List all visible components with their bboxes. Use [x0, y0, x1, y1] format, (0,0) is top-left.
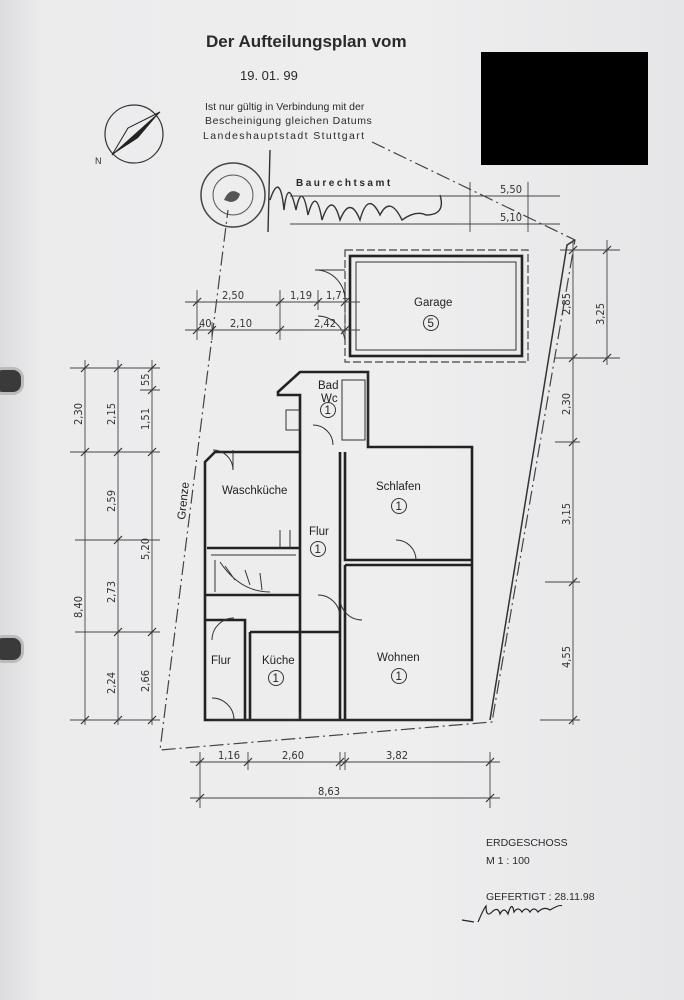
- signature: [267, 149, 443, 233]
- validity-line: Landeshauptstadt Stuttgart: [203, 130, 366, 142]
- validity-line: Bescheinigung gleichen Datums: [205, 115, 372, 127]
- dimension-label: 3,82: [386, 749, 408, 762]
- unit-number: 1: [315, 544, 321, 556]
- north-arrow-icon: [104, 104, 164, 164]
- dimension-label: 2,59: [105, 490, 118, 512]
- dimension-label: 1,51: [139, 408, 152, 430]
- dimension-label: 5,50: [500, 183, 522, 196]
- created-date: GEFERTIGT : 28.11.98: [486, 891, 595, 903]
- dimension-label: 1,71: [326, 289, 348, 302]
- dimension-label: 2,50: [222, 289, 244, 302]
- dimension-label: 2,30: [72, 403, 85, 425]
- dimension-label: 2,24: [105, 672, 118, 694]
- binder-hole: [0, 635, 24, 663]
- unit-marker: [268, 670, 284, 686]
- dimension-label: 1,19: [290, 289, 312, 302]
- dimension-label: 5,10: [500, 211, 522, 224]
- unit-number: 1: [273, 673, 279, 685]
- room-label-flur-2: Flur: [211, 655, 231, 667]
- unit-number: 5: [428, 318, 434, 330]
- dimension-label: 2,30: [560, 393, 573, 415]
- dimension-label: 2,60: [282, 749, 304, 762]
- dimension-label: 2,85: [560, 293, 573, 315]
- dimension-label: 8,63: [318, 785, 340, 798]
- north-label: N: [95, 156, 102, 166]
- unit-marker: [320, 402, 336, 418]
- unit-number: 1: [325, 405, 331, 417]
- room-label-bad: Bad: [318, 380, 338, 392]
- room-label-schlafen: Schlafen: [376, 481, 421, 493]
- plan-title: Der Aufteilungsplan vom: [206, 32, 407, 51]
- boundary-label: Grenze: [176, 482, 192, 521]
- dimension-label: 2,66: [139, 670, 152, 692]
- room-label-flur: Flur: [309, 526, 329, 538]
- dimension-label: 3,25: [594, 303, 607, 325]
- signature: [461, 904, 563, 923]
- office-stamp: Baurechtsamt: [296, 178, 393, 189]
- dimension-label: 2,15: [105, 403, 118, 425]
- dimension-label: 2,42: [314, 317, 336, 330]
- unit-marker: [391, 668, 407, 684]
- room-label-waschkueche: Waschküche: [222, 485, 287, 497]
- dimension-label: 3,15: [560, 503, 573, 525]
- room-label-wohnen: Wohnen: [377, 652, 420, 664]
- unit-number: 1: [396, 501, 402, 513]
- dimension-label: 8,40: [72, 596, 85, 618]
- building-walls: [203, 370, 474, 722]
- room-label-garage: Garage: [414, 297, 452, 309]
- dimension-label: 4,55: [560, 646, 573, 668]
- dimension-label: 55: [139, 373, 152, 386]
- city-seal: [200, 162, 266, 228]
- plan-date: 19. 01. 99: [240, 68, 298, 83]
- dimension-label: 5,20: [139, 538, 152, 560]
- room-label-kueche: Küche: [262, 655, 295, 667]
- binder-hole: [0, 367, 24, 395]
- dimension-label: 2,73: [105, 581, 118, 603]
- dimension-ticks: [80, 245, 612, 803]
- floor-label: ERDGESCHOSS: [486, 837, 568, 849]
- room-label-wc: Wc: [321, 393, 338, 405]
- unit-marker: [391, 498, 407, 514]
- dimension-label: 2,10: [230, 317, 252, 330]
- unit-number: 1: [396, 671, 402, 683]
- unit-marker: [310, 541, 326, 557]
- scale-label: M 1 : 100: [486, 855, 530, 867]
- property-boundary: [159, 141, 576, 751]
- unit-marker: [423, 315, 439, 331]
- validity-line: Ist nur gültig in Verbindung mit der: [205, 101, 365, 113]
- dimension-label: 1,16: [218, 749, 240, 762]
- dimension-label: 40: [199, 317, 212, 330]
- redaction-box: [481, 52, 648, 165]
